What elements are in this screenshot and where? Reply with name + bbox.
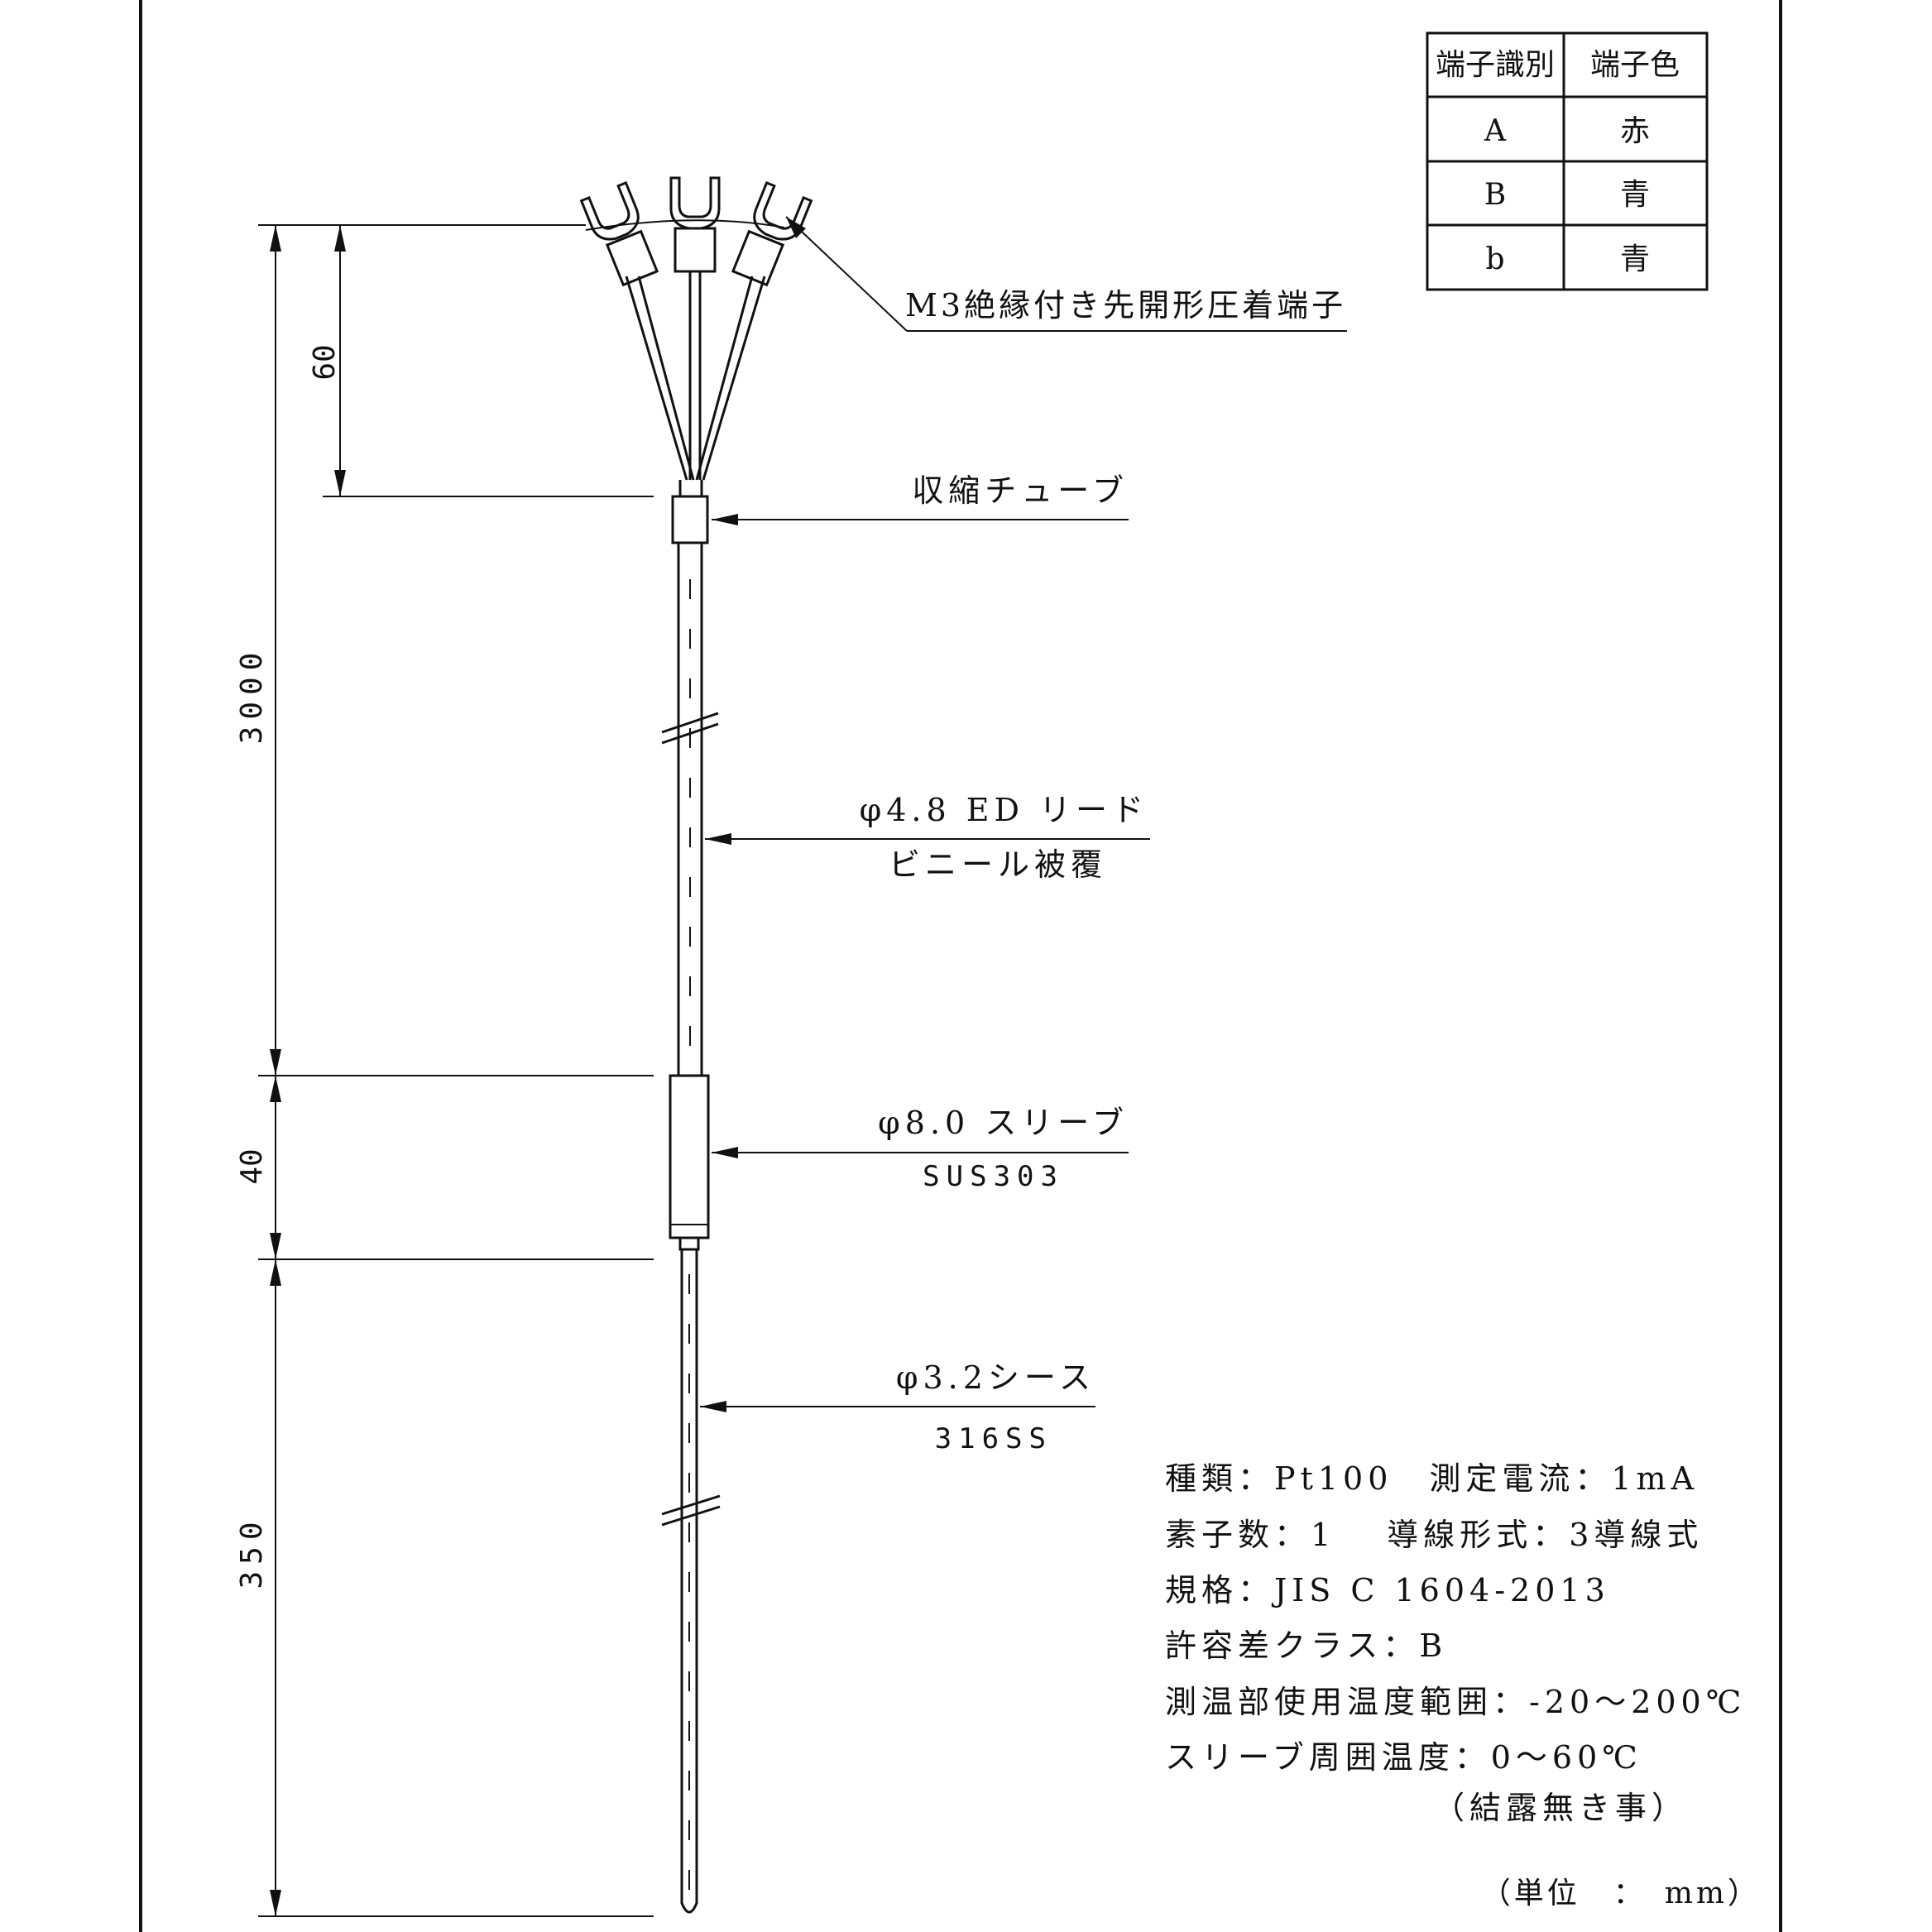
spec-line: 許容差クラス：B	[1165, 1628, 1447, 1664]
spec-line: 規格：JIS C 1604-2013	[1165, 1572, 1610, 1608]
dim-sheath-length: 350	[235, 1515, 269, 1589]
lead-leader	[705, 833, 1150, 845]
extension-lines	[258, 224, 654, 1917]
sleeve	[669, 1074, 710, 1251]
lead-spec-label: φ4.8 ED リード	[860, 792, 1148, 828]
spec-line: 素子数：1 導線形式：3導線式	[1165, 1517, 1703, 1553]
dimension-lines	[270, 225, 346, 1916]
spec-line: 測温部使用温度範囲：-20～200℃	[1165, 1684, 1746, 1720]
terminal-leader	[785, 216, 1347, 332]
lead-wires	[625, 271, 766, 481]
shrink-tube	[671, 495, 709, 544]
shrink-tube-label: 収縮チューブ	[912, 472, 1129, 509]
sleeve-spec-label: φ8.0 スリーブ	[878, 1105, 1129, 1141]
terminal-table: 端子識別 端子色 A 赤 B 青 b 青	[1426, 31, 1709, 291]
dim-lead-strip: 60	[308, 344, 342, 380]
shrink-tube-leader	[712, 514, 1129, 525]
sheath-material-label: 316SS	[935, 1422, 1052, 1455]
table-cell-color: 青	[1620, 242, 1650, 276]
spec-line: スリーブ周囲温度：0～60℃	[1165, 1739, 1642, 1776]
sheath-spec-label: φ3.2シース	[896, 1359, 1095, 1396]
dim-lead-length: 3000	[235, 646, 269, 745]
table-cell-id: A	[1484, 114, 1507, 148]
unit-note: （単位 ： mm）	[1481, 1877, 1761, 1910]
drawing-frame	[139, 0, 1782, 1932]
table-cell-id: b	[1485, 242, 1504, 276]
crimp-terminals	[579, 176, 813, 287]
dim-sleeve-length: 40	[235, 1148, 269, 1184]
spec-line: 種類：Pt100 測定電流：1mA	[1165, 1460, 1699, 1497]
spec-block: 種類：Pt100 測定電流：1mA 素子数：1 導線形式：3導線式 規格：JIS…	[1165, 1460, 1746, 1826]
lead-cable	[661, 543, 719, 1076]
table-cell-color: 青	[1620, 178, 1650, 212]
table-cell-color: 赤	[1620, 114, 1650, 148]
table-header-id: 端子識別	[1436, 48, 1555, 82]
sleeve-leader	[712, 1147, 1129, 1158]
sheath	[661, 1249, 721, 1914]
sheath-leader	[700, 1401, 1095, 1412]
table-cell-id: B	[1484, 178, 1506, 212]
table-header-color: 端子色	[1590, 48, 1680, 82]
sleeve-material-label: SUS303	[923, 1160, 1064, 1193]
lead-cover-label: ビニール被覆	[889, 846, 1107, 883]
spec-line: （結露無き事）	[1433, 1790, 1688, 1826]
terminal-label: M3絶縁付き先開形圧着端子	[905, 287, 1346, 324]
